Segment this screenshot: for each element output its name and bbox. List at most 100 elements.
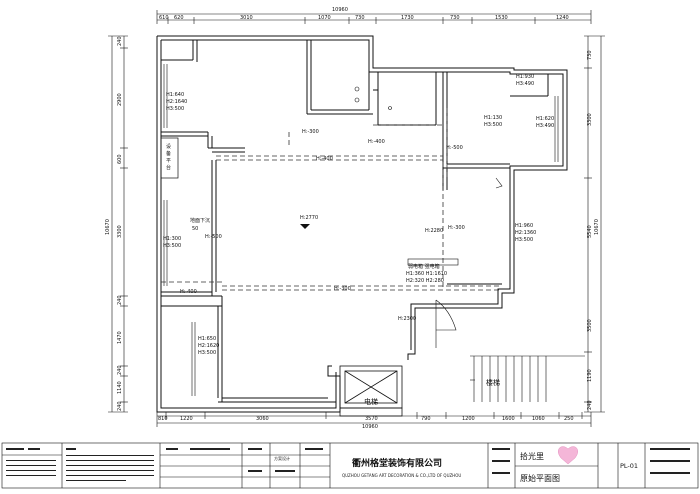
stair-treads	[470, 355, 585, 402]
svg-text:H3:490: H3:490	[536, 123, 554, 129]
top-dim-1: 610	[159, 15, 169, 21]
beams	[161, 108, 502, 291]
bottom-total-dimension: 10960	[362, 424, 378, 430]
windows	[163, 35, 559, 396]
floor-sink-value: 50	[192, 226, 198, 232]
svg-text:H:-500: H:-500	[446, 145, 463, 151]
level-marker-icon	[300, 224, 310, 229]
top-dim-5: 730	[355, 15, 365, 21]
svg-text:H:-300: H:-300	[448, 225, 465, 231]
bottom-dim-8: 1060	[532, 416, 545, 422]
left-dim-9: 240	[117, 401, 123, 411]
top-dim-6: 1730	[401, 15, 414, 21]
top-total-dimension: 10960	[332, 7, 348, 13]
left-dim-6: 1470	[117, 331, 123, 344]
upper-mid-heights: H1:130 H3:500	[484, 115, 502, 128]
svg-text:H1:620: H1:620	[536, 116, 554, 122]
left-dim-5: 240	[117, 295, 123, 305]
title-block-placeholder-text	[6, 448, 690, 481]
right-upper-heights: H1:620 H3:490	[536, 116, 554, 129]
right-dim-3: 5540	[587, 225, 593, 238]
bottom-dim-9: 250	[564, 416, 574, 422]
electric-box-labels: 弱电箱 强电箱 H1:360 H1:1610 H2:320 H2:280	[406, 263, 447, 284]
left-dim-8: 1140	[117, 381, 123, 394]
door2-height-label: H:2300	[398, 316, 416, 322]
svg-text:弱电箱 强电箱: 弱电箱 强电箱	[408, 263, 440, 270]
top-dim-9: 1240	[556, 15, 569, 21]
design-label: 方案设计	[274, 455, 290, 461]
heart-logo-icon	[558, 446, 578, 465]
top-dim-3: 3010	[240, 15, 253, 21]
svg-text:H:-300: H:-300	[302, 129, 319, 135]
left-dim-1: 240	[117, 36, 123, 46]
project-name: 拾光里	[520, 451, 544, 461]
company-name-en: QUZHOU GETANG ART DECORATION & CO.,LTD O…	[342, 473, 461, 478]
window-left-heights: H1:640 H2:1640 H3:500	[166, 92, 187, 112]
sheet-number: PL-01	[620, 462, 638, 470]
left-lower-heights: H1:650 H2:1620 H3:500	[198, 336, 219, 356]
top-dimension-chain	[156, 10, 592, 24]
svg-text:H:-400: H:-400	[316, 156, 333, 162]
svg-text:H3:490: H3:490	[516, 81, 534, 87]
title-block	[1, 442, 699, 489]
svg-text:H1:930: H1:930	[516, 74, 534, 80]
svg-text:H1:960: H1:960	[515, 223, 533, 229]
svg-text:H3:500: H3:500	[163, 243, 181, 249]
right-lower-heights: H1:960 H2:1360 H3:500	[515, 223, 536, 243]
right-dim-1: 730	[587, 50, 593, 60]
left-dim-3: 600	[117, 154, 123, 164]
door-height-label: H:2280	[425, 228, 443, 234]
svg-text:H2:320 H2:280: H2:320 H2:280	[406, 278, 444, 284]
svg-text:H2:1620: H2:1620	[198, 343, 219, 349]
stairs-label: 楼梯	[486, 378, 500, 387]
door-swings	[435, 177, 503, 348]
right-total-dimension: 10670	[594, 219, 600, 235]
top-dim-7: 730	[450, 15, 460, 21]
left-dim-2: 2900	[117, 93, 123, 106]
walls	[156, 35, 568, 413]
left-dim-7: 240	[117, 365, 123, 375]
svg-text:H3:500: H3:500	[484, 122, 502, 128]
equipment-platform-label: 设备平台	[166, 143, 171, 171]
svg-text:H:-400: H:-400	[180, 289, 197, 295]
right-dim-2: 3300	[587, 113, 593, 126]
svg-text:H3:500: H3:500	[198, 350, 216, 356]
svg-text:H3:500: H3:500	[166, 106, 184, 112]
elevator-shaft	[339, 365, 403, 417]
equipment-platform-box	[160, 137, 179, 179]
bottom-dim-7: 1600	[502, 416, 515, 422]
electric-box-outline	[407, 258, 459, 266]
bottom-dim-6: 1200	[462, 416, 475, 422]
elevator-label: 电梯	[364, 397, 378, 406]
svg-text:H2:1360: H2:1360	[515, 230, 536, 236]
top-dim-2: 620	[174, 15, 184, 21]
right-dim-5: 1190	[587, 369, 593, 382]
top-dim-8: 1530	[495, 15, 508, 21]
top-dim-4: 1070	[318, 15, 331, 21]
svg-text:H1:640: H1:640	[166, 92, 184, 98]
svg-text:H:-300: H:-300	[334, 286, 351, 292]
left-dim-4: 3300	[117, 225, 123, 238]
company-name: 衢州格堂装饰有限公司	[352, 457, 442, 469]
svg-text:H:-500: H:-500	[205, 234, 222, 240]
right-dimension-chain	[584, 35, 605, 413]
kitchen-fixtures	[354, 86, 392, 110]
bottom-dim-5: 790	[421, 416, 431, 422]
svg-text:H1:130: H1:130	[484, 115, 502, 121]
svg-text:H1:360 H1:1610: H1:360 H1:1610	[406, 271, 447, 277]
svg-text:H1:650: H1:650	[198, 336, 216, 342]
drawing-name: 原始平面图	[520, 473, 560, 483]
bottom-dim-2: 1220	[180, 416, 193, 422]
bottom-dim-3: 3060	[256, 416, 269, 422]
left-room-heights: H1:300 H3:500	[163, 236, 181, 249]
bottom-dim-4: 3570	[365, 416, 378, 422]
top-right-small-heights: H1:930 H3:490	[516, 74, 534, 87]
svg-text:H3:500: H3:500	[515, 237, 533, 243]
left-total-dimension: 10670	[105, 219, 111, 235]
left-dimension-chain	[108, 35, 128, 413]
svg-text:H:-400: H:-400	[368, 139, 385, 145]
main-height-label: H:2770	[300, 215, 318, 221]
svg-text:H2:1640: H2:1640	[166, 99, 187, 105]
